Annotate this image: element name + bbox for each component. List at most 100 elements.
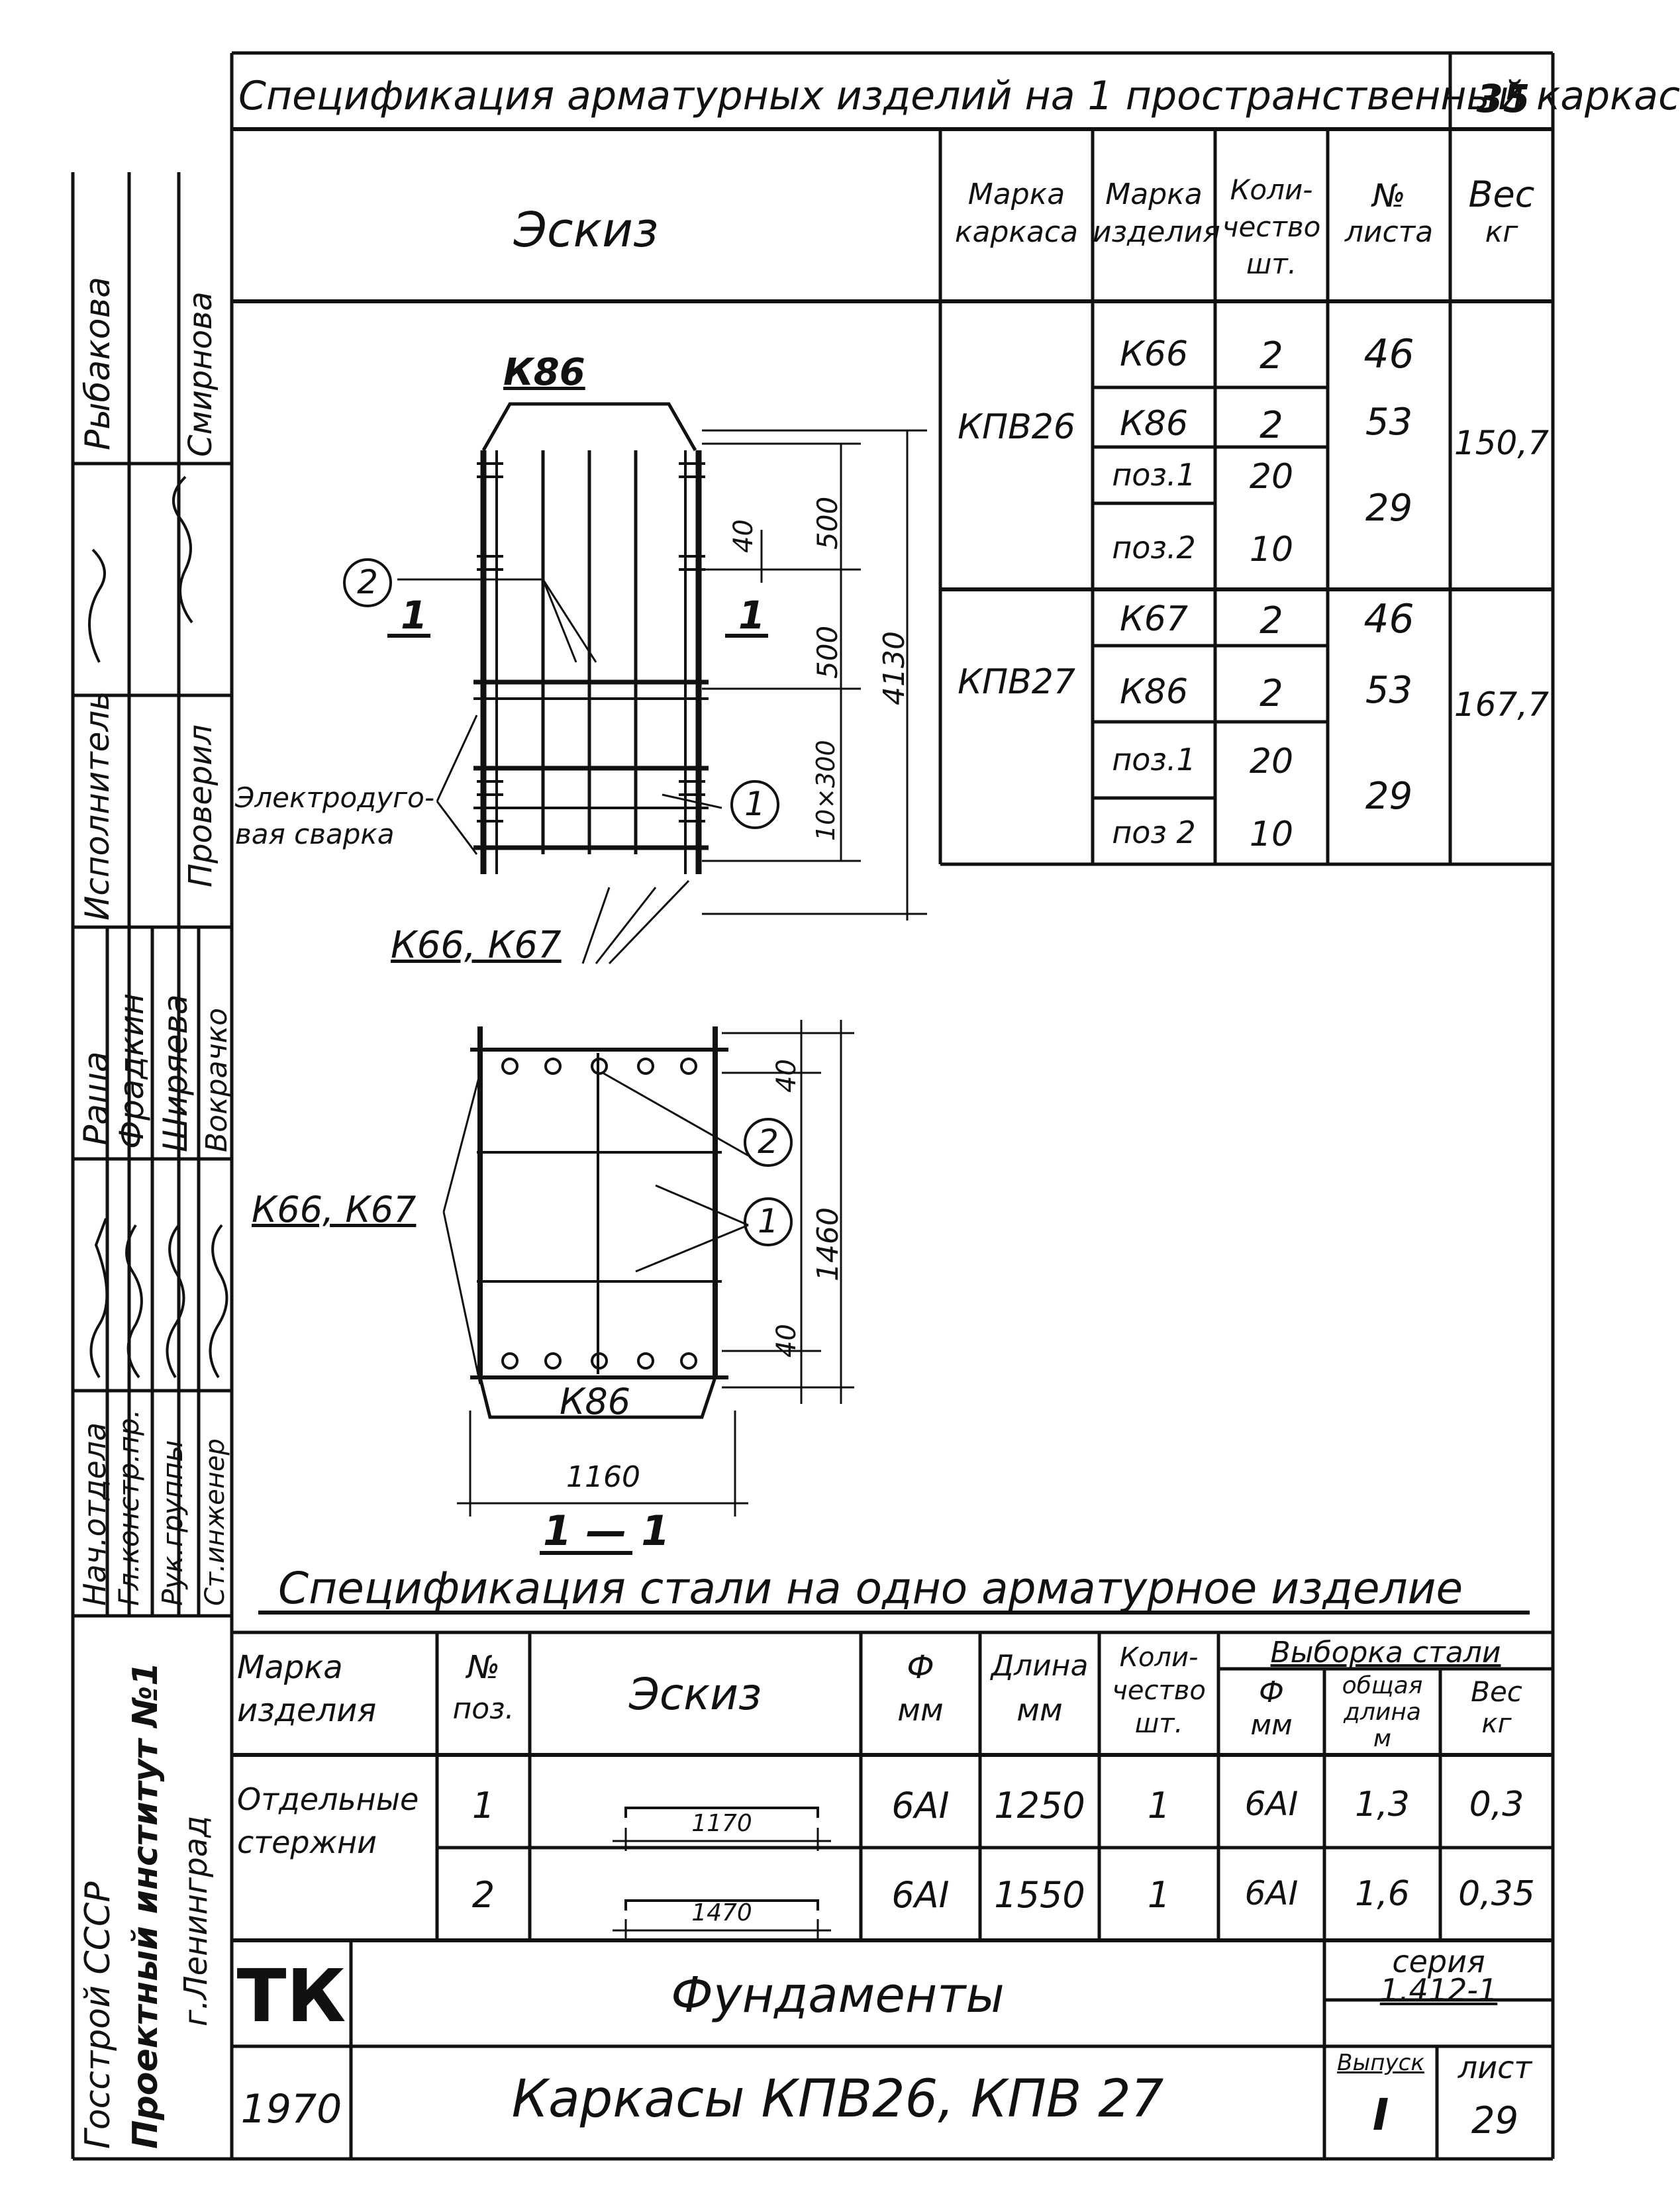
ss-row-total-len: 1,3 [1355,1785,1410,1824]
drawing-linework [71,51,1555,2161]
item-qty: 2 [1260,334,1283,377]
item-mark: поз.2 [1112,530,1196,566]
signatures [88,475,228,1379]
marker-1: 1 [744,785,766,823]
header-item-mark-2: изделия [1093,215,1220,249]
header-item-mark-1: Марка [1105,177,1203,211]
marker-2b: 2 [758,1122,779,1161]
ss-header-qty-1: Коли- [1119,1642,1199,1673]
ss-header-qty-3: шт. [1134,1709,1183,1739]
header-qty-3: шт. [1246,248,1297,280]
ss-header-qty-2: чество [1112,1675,1206,1706]
signature-mark [209,1224,228,1379]
item-sheet: 46 [1363,596,1414,642]
header-weight-2: кг [1485,215,1518,249]
signature-mark [88,548,106,663]
item-mark: поз.1 [1112,457,1196,493]
item-sheet: 53 [1365,669,1413,712]
label-k66-k67-side: К66, К67 [252,1189,417,1230]
item-sheet: 53 [1365,401,1413,444]
item-mark: поз 2 [1112,815,1196,850]
signature-mark [89,1218,109,1379]
ss-header-sel-len-3: м [1373,1725,1392,1752]
ss-row-weight: 0,35 [1458,1874,1535,1914]
ss-header-sel-w-2: кг [1481,1709,1512,1739]
title-block-year: 1970 [240,2086,342,2132]
label-k66-k67-bottom: К66, К67 [391,924,562,967]
section-title: 1 — 1 [543,1507,670,1555]
item-sheet: 29 [1365,487,1413,530]
ss-header-sel-d-1: Ф [1259,1675,1284,1709]
ss-row-weight: 0,3 [1469,1785,1524,1824]
section-mark-right: 1 [738,593,766,638]
ss-row-d: 6AI [891,1874,950,1916]
ss-header-d-2: мм [897,1692,944,1728]
item-sheet: 29 [1365,775,1413,818]
top-title: Спецификация арматурных изделий на 1 про… [238,73,1680,119]
header-qty-1: Коли- [1230,174,1313,206]
title-block-sheet-label: лист [1458,2050,1532,2085]
ss-row-total-len: 1,6 [1355,1874,1410,1914]
item-mark: К67 [1119,599,1189,639]
title-block-sheet-value: 29 [1471,2099,1519,2142]
signature-mark [125,1224,143,1379]
title-block-issue-label: Выпуск [1337,2050,1424,2076]
item-qty: 10 [1249,815,1294,854]
item-qty: 10 [1249,530,1294,570]
title-block-issue-value: I [1372,2089,1389,2140]
ss-header-pos-1: № [467,1649,500,1686]
ss-header-length-1: Длина [991,1649,1089,1683]
item-sheet: 46 [1363,331,1414,377]
welding-label-1: Электродуго- [235,781,435,814]
item-qty: 2 [1260,599,1283,642]
label-k86-bottom: К86 [560,1381,631,1422]
weight-kpv27: 167,7 [1454,685,1550,724]
header-sketch: Эскиз [513,202,659,258]
steel-spec-title: Спецификация стали на одно арматурное из… [278,1563,1463,1614]
welding-label-2: вая сварка [235,818,395,850]
ss-header-sketch: Эскиз [628,1669,762,1720]
label-k86-top: К86 [503,351,585,394]
item-qty: 20 [1249,742,1294,781]
title-block-series-label: серия [1392,1944,1485,1979]
marker-2: 2 [357,563,378,601]
ss-header-item-1: Марка [237,1649,343,1686]
header-qty-2: чество [1222,211,1321,243]
ss-row-d: 6AI [891,1785,950,1826]
ss-header-pos-2: поз. [452,1692,515,1726]
weight-kpv26: 150,7 [1454,424,1550,462]
marker-1b: 1 [758,1202,779,1240]
ss-header-length-2: мм [1016,1692,1063,1728]
ss-row-sel-d: 6AI [1244,1874,1299,1913]
ss-header-d-1: Ф [907,1649,934,1686]
header-frame-mark-2: каркаса [954,215,1079,249]
ss-row-qty: 1 [1147,1874,1171,1916]
frame-mark-kpv26: КПВ26 [958,407,1075,447]
item-mark: поз.1 [1112,742,1196,777]
item-mark: К86 [1119,404,1189,444]
title-block-subject: Фундаменты [671,1967,1005,2024]
ss-header-sel-len-2: длина [1344,1699,1421,1726]
ss-header-sel-d-2: мм [1250,1709,1293,1741]
ss-row-qty: 1 [1147,1785,1171,1826]
page-number: 35 [1476,76,1530,121]
ss-row-pos: 1 [471,1785,495,1826]
header-sheet-2: листа [1344,215,1434,249]
title-block-code: ТК [236,1954,346,2038]
header-sheet-1: № [1372,177,1406,215]
signature-mark [172,475,193,624]
ss-row-sketch-dim: 1170 [691,1810,752,1837]
ss-row-sketch-dim: 1470 [691,1899,752,1926]
ss-header-selection: Выборка стали [1270,1636,1501,1669]
ss-header-item-2: изделия [237,1692,377,1729]
item-qty: 2 [1260,672,1283,715]
ss-group-label-1: Отдельные [237,1781,419,1817]
ss-row-sel-d: 6AI [1244,1785,1299,1823]
frame-mark-kpv27: КПВ27 [958,662,1075,702]
item-mark: К86 [1119,672,1189,712]
item-qty: 2 [1260,404,1283,447]
ss-header-sel-w-1: Вес [1471,1675,1522,1708]
ss-group-label-2: стержни [237,1824,377,1860]
ss-row-length: 1550 [994,1874,1085,1916]
item-qty: 20 [1249,457,1294,497]
